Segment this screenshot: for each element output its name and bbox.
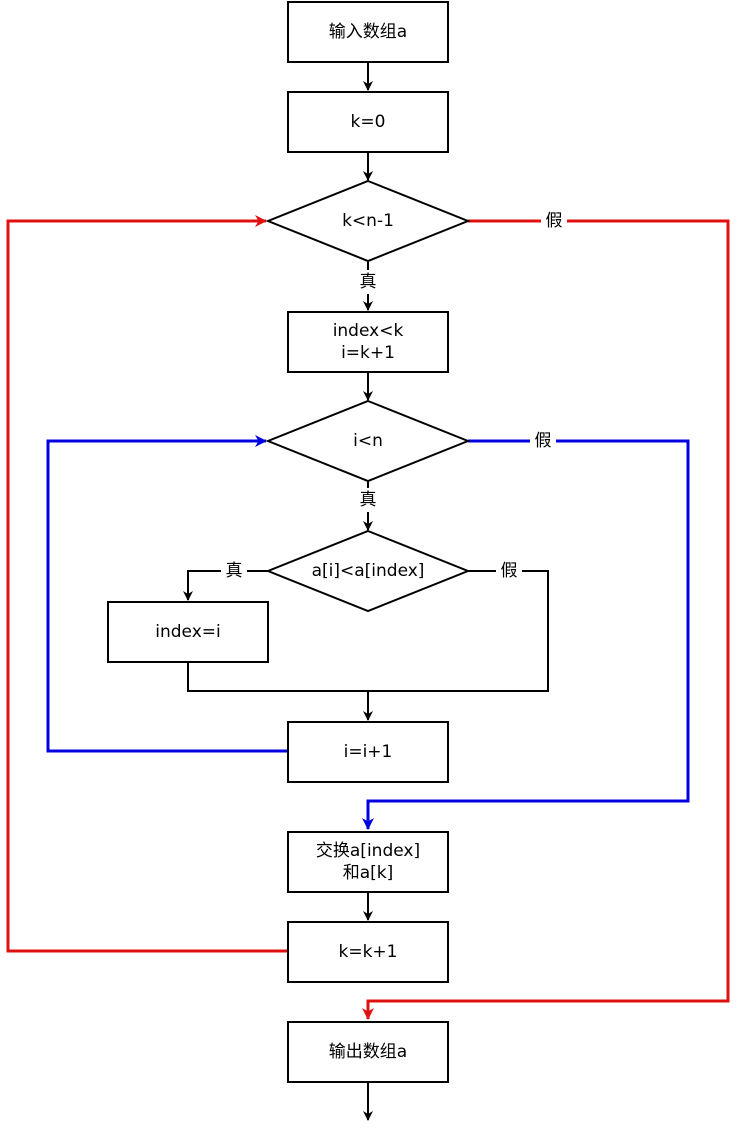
node-input-array-text: 输入数组a [329, 22, 407, 42]
label-compare-true-text: 真 [226, 561, 243, 581]
label-compare-true: 真 [221, 559, 247, 583]
node-outer-condition: k<n-1 [265, 179, 471, 263]
label-inner-true-text: 真 [360, 490, 377, 510]
node-increment-i-text: i=i+1 [344, 742, 393, 762]
node-set-index: index=i [107, 601, 269, 663]
node-increment-k-text: k=k+1 [339, 942, 398, 962]
edge-inner-loop-back [46, 435, 288, 753]
node-output-array: 输出数组a [287, 1021, 449, 1083]
label-inner-false: 假 [530, 429, 556, 453]
node-init-k: k=0 [287, 91, 449, 153]
node-init-index-line2: i=k+1 [341, 343, 395, 363]
node-swap-line2: 和a[k] [343, 863, 394, 883]
node-inner-condition: i<n [265, 399, 471, 483]
node-compare: a[i]<a[index] [265, 529, 471, 613]
label-outer-false-text: 假 [546, 211, 563, 231]
node-increment-i: i=i+1 [287, 721, 449, 783]
label-compare-false: 假 [496, 559, 522, 583]
node-input-array: 输入数组a [287, 1, 449, 63]
node-swap: 交换a[index] 和a[k] [287, 831, 449, 893]
label-inner-true: 真 [357, 488, 379, 512]
node-init-k-text: k=0 [351, 112, 386, 132]
node-set-index-text: index=i [155, 622, 220, 642]
node-swap-line1: 交换a[index] [316, 841, 420, 861]
node-init-index-line1: index<k [333, 321, 404, 341]
label-outer-false: 假 [541, 209, 567, 233]
node-compare-text: a[i]<a[index] [312, 561, 425, 581]
node-outer-condition-text: k<n-1 [342, 211, 394, 231]
node-output-array-text: 输出数组a [329, 1042, 407, 1062]
node-increment-k: k=k+1 [287, 921, 449, 983]
edge-outer-false [362, 219, 730, 1020]
edge-inner-false [362, 439, 690, 830]
node-init-index: index<k i=k+1 [287, 311, 449, 373]
label-outer-true: 真 [357, 270, 379, 294]
edge-outer-loop-back [6, 215, 288, 953]
node-inner-condition-text: i<n [353, 431, 383, 451]
label-outer-true-text: 真 [360, 272, 377, 292]
label-inner-false-text: 假 [535, 431, 552, 451]
label-compare-false-text: 假 [501, 561, 518, 581]
edge-set-index-merge [187, 662, 373, 721]
